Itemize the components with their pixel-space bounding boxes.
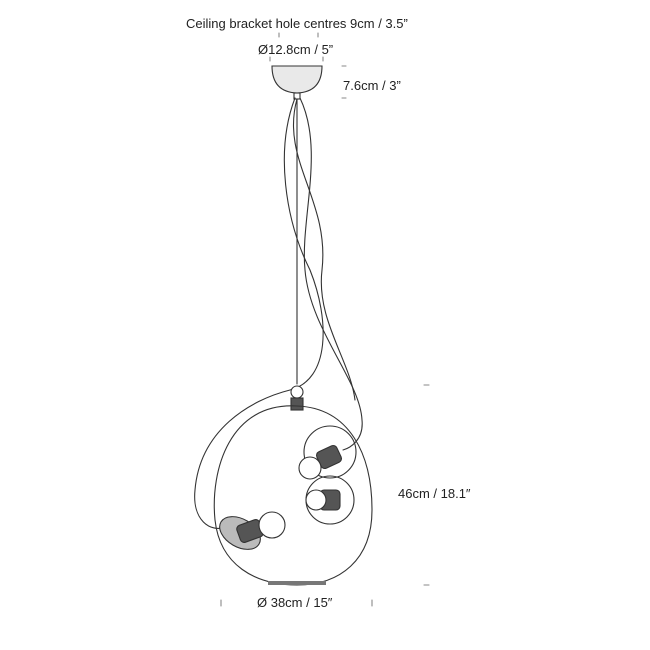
canopy-height-label: 7.6cm / 3”: [343, 78, 401, 93]
shade-height-label: 46cm / 18.1″: [398, 486, 471, 501]
power-cord-c: [292, 98, 356, 401]
shade-diameter-label: Ø 38cm / 15″: [257, 595, 333, 610]
glass-shade: [213, 405, 373, 586]
canopy-diameter-label: Ø12.8cm / 5”: [258, 42, 334, 57]
bulb-upper: [298, 456, 322, 480]
hanging-loop: [290, 385, 304, 399]
power-cord-a: [194, 97, 324, 529]
top-connector: [290, 397, 304, 411]
power-cord-b: [299, 97, 363, 451]
shade-base-rim: [268, 581, 326, 585]
reflector-ring-upper: [303, 425, 357, 479]
bulb-left: [258, 511, 286, 539]
bracket-hole-centres-label: Ceiling bracket hole centres 9cm / 3.5”: [186, 16, 408, 31]
ceiling-canopy: [271, 65, 323, 94]
bulb-middle: [305, 489, 327, 511]
